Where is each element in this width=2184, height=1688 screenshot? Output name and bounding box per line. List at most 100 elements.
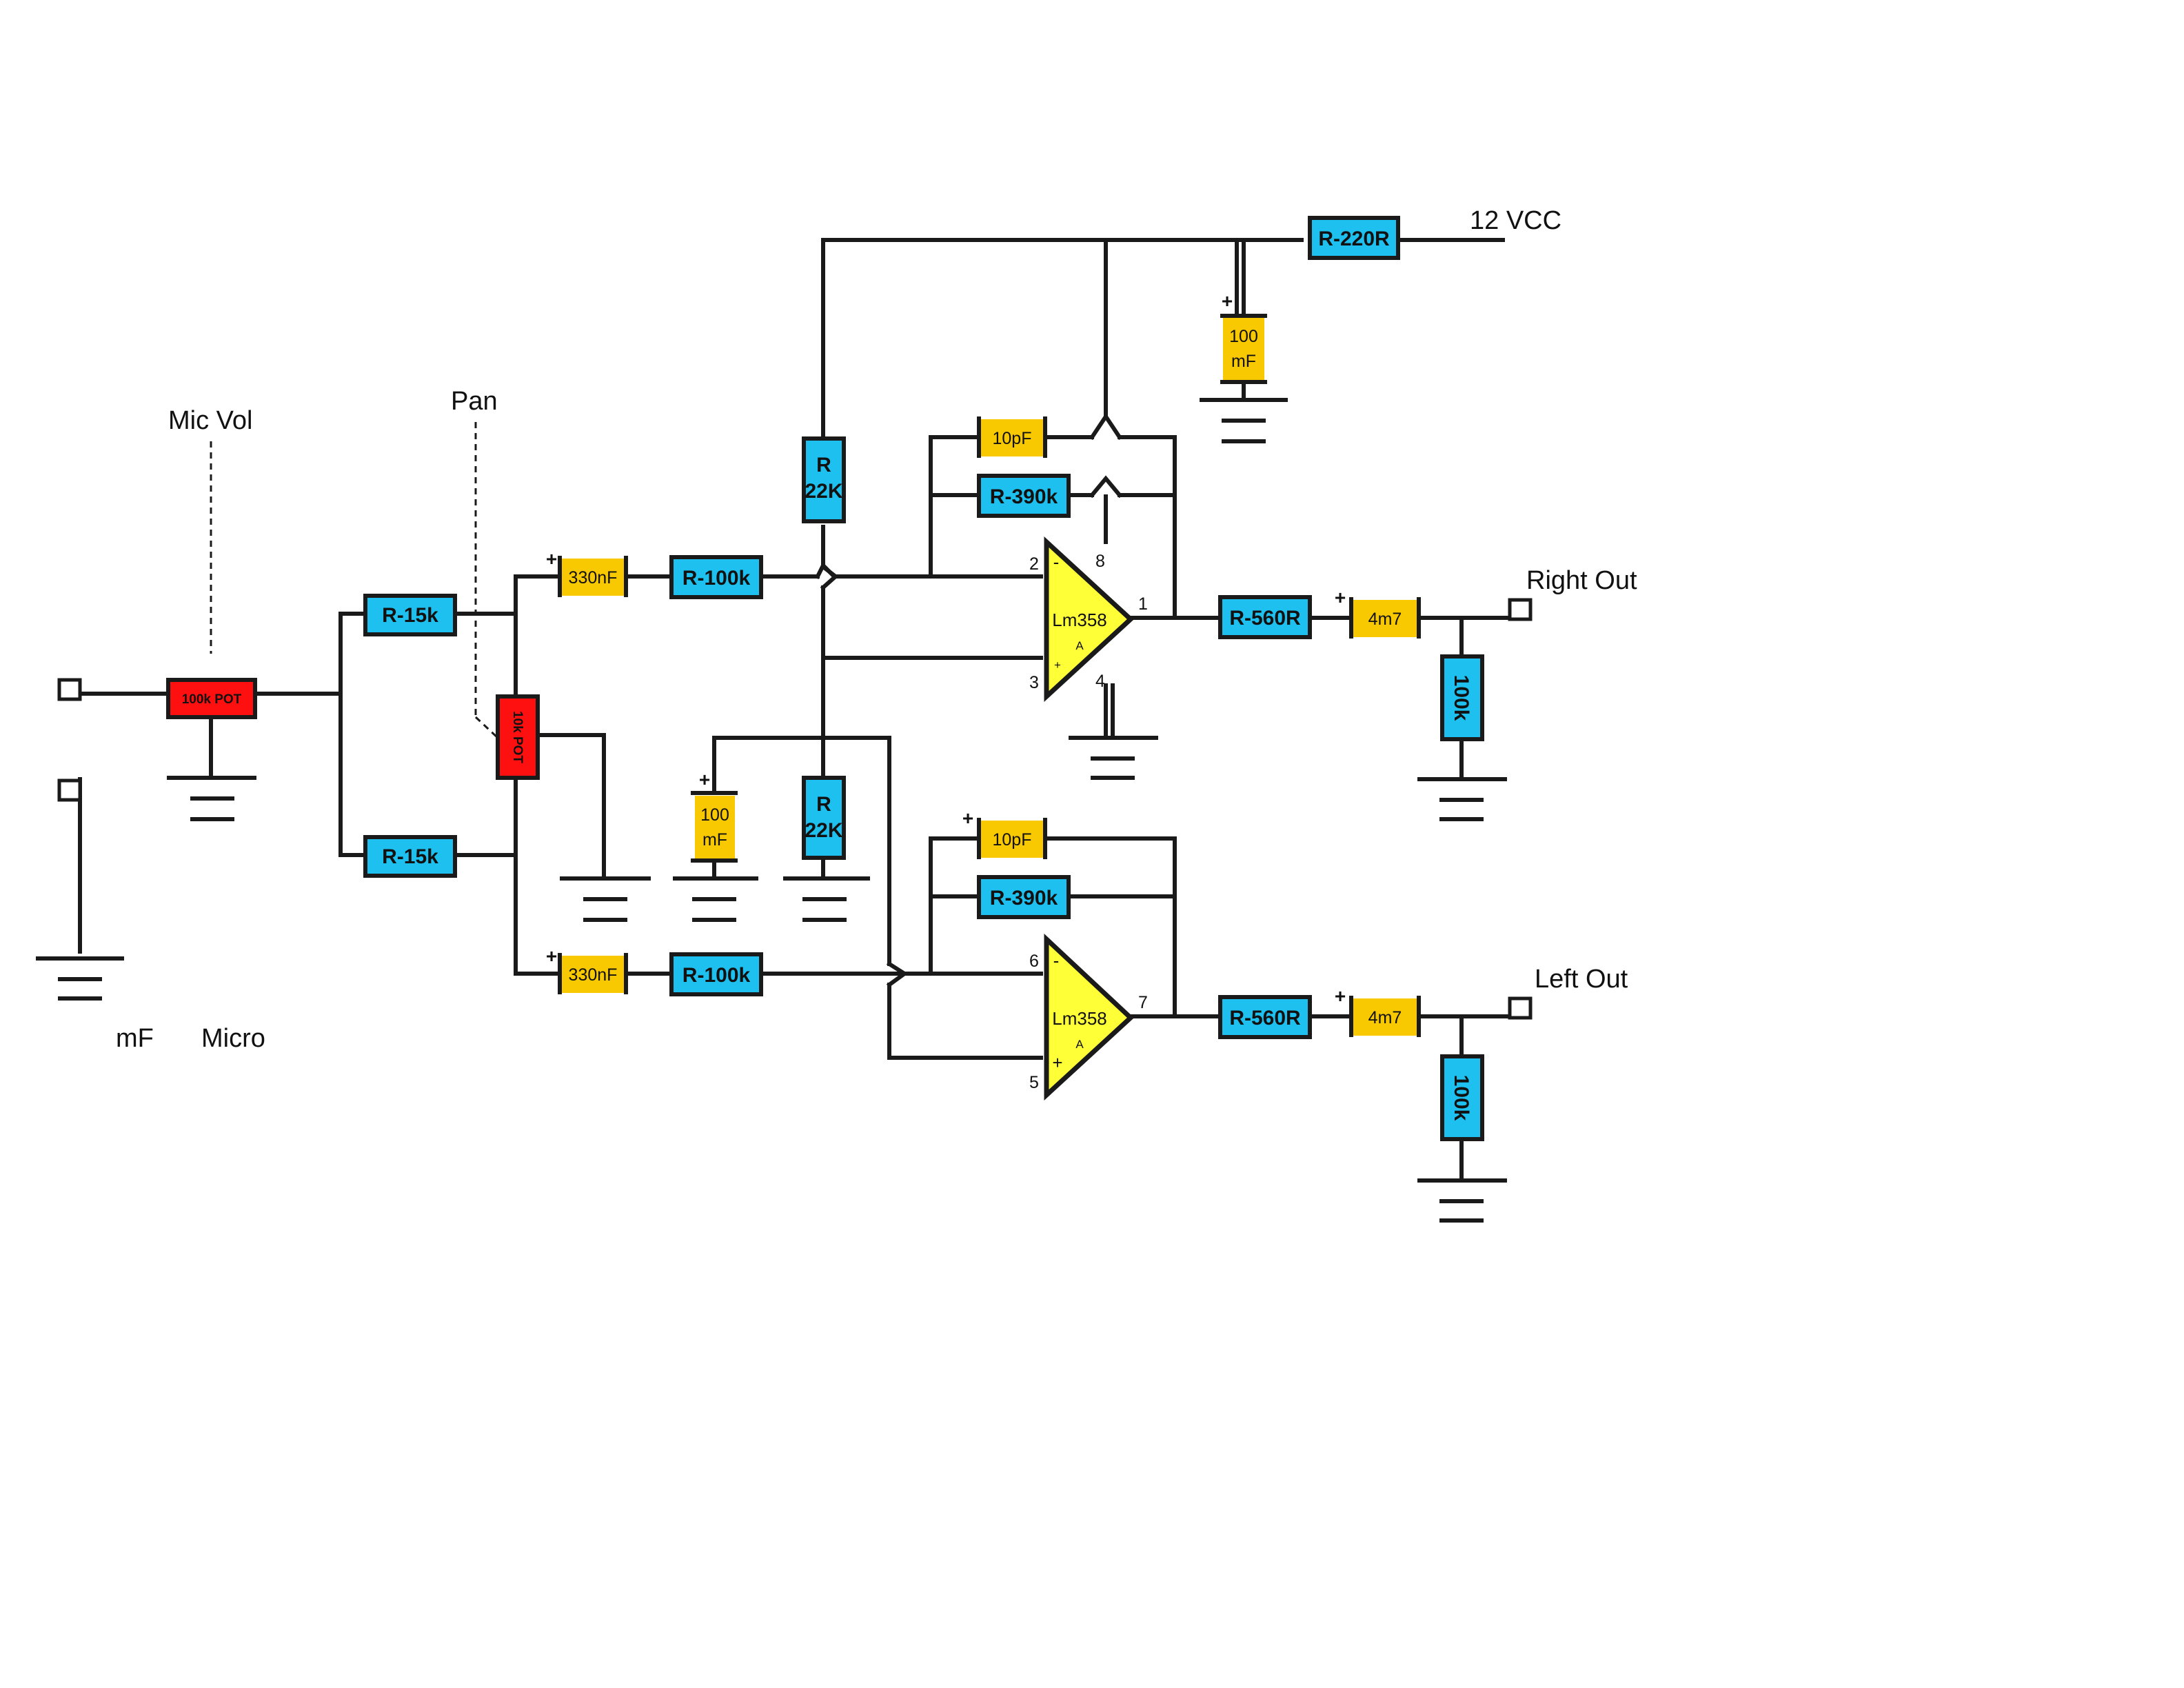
opamp-top-plus-sign: + (1054, 659, 1061, 672)
opamp-top-section: A (1075, 639, 1084, 652)
ground-symbol-vcc-cap (1200, 398, 1288, 443)
resistor-r100k-bottom-label: R-100k (682, 964, 751, 987)
capacitor-100mf-mid: 100 mF (691, 791, 738, 863)
resistor-r390k-top-label: R-390k (990, 485, 1058, 508)
capacitor-100mf-vcc-label-1: 100 (1229, 327, 1258, 346)
capacitor-10pf-top-label: 10pF (993, 429, 1032, 448)
opamp-bottom-pin-7: 7 (1138, 993, 1148, 1012)
resistor-r22k-bottom-label-1: R (816, 793, 831, 816)
capacitor-330nf-bottom-label: 330nF (569, 965, 618, 985)
capacitor-4m7-bottom: 4m7 (1349, 996, 1421, 1037)
resistor-r15k-top: R-15k (363, 594, 457, 636)
pan-pot[interactable]: 10k POT (496, 694, 540, 780)
opamp-top-name: Lm358 (1052, 610, 1107, 630)
capacitor-10pf-bottom: 10pF (977, 818, 1047, 859)
resistor-r390k-bottom: R-390k (977, 875, 1071, 919)
plus-sign-vcc-cap: + (1222, 290, 1233, 312)
capacitor-10pf-bottom-label: 10pF (993, 830, 1032, 850)
capacitor-100mf-vcc: 100 mF (1220, 314, 1267, 384)
ground-symbol-opamp (1069, 736, 1158, 780)
resistor-r390k-top: R-390k (977, 474, 1071, 518)
ground-symbol-mid-res (783, 876, 870, 922)
opamp-bottom-section: A (1075, 1038, 1084, 1051)
text-labels: 12 VCC Mic Vol Pan Right Out Left Out mF… (116, 206, 1637, 1053)
opamp-top-pin-8: 8 (1095, 552, 1105, 571)
opamp-top-pin-1: 1 (1138, 594, 1148, 614)
mic-volume-pot-label: 100k POT (182, 692, 242, 707)
resistor-r22k-top-label-1: R (816, 454, 831, 476)
resistor-r22k-top: R 22K (802, 436, 846, 523)
pot-control-links (210, 422, 499, 739)
capacitor-100mf-vcc-label-2: mF (1231, 352, 1256, 371)
plus-sign-330nf-top: + (546, 548, 557, 570)
micro-label: Micro (201, 1024, 265, 1053)
resistor-100k-out-bottom-label: 100k (1450, 1075, 1473, 1121)
ground-symbol-left-out (1417, 1178, 1507, 1223)
mic-input-port[interactable] (57, 678, 82, 701)
opamp-lm358-bottom: Lm358 A - + 6 5 7 (1029, 933, 1148, 1101)
plus-sign-330nf-bottom: + (546, 945, 557, 967)
resistor-r560-bottom-label: R-560R (1229, 1007, 1301, 1029)
ground-symbol-pan (560, 876, 651, 922)
mic-volume-pot[interactable]: 100k POT (166, 678, 257, 719)
opamp-bottom-pin-6: 6 (1029, 952, 1039, 971)
resistor-r220-label: R-220R (1318, 228, 1390, 250)
capacitor-330nf-bottom: 330nF (558, 953, 628, 994)
resistor-r100k-bottom: R-100k (669, 952, 763, 996)
ground-symbol-mic-pot (167, 776, 256, 821)
plus-sign-4m7-bottom: + (1335, 985, 1346, 1007)
resistor-100k-out-bottom: 100k (1440, 1054, 1484, 1141)
opamp-top-pin-2: 2 (1029, 554, 1039, 574)
left-out-label: Left Out (1535, 965, 1628, 994)
opamp-top-minus-sign: - (1053, 552, 1060, 572)
resistor-r15k-top-label: R-15k (382, 604, 438, 627)
resistor-100k-out-top-label: 100k (1450, 675, 1473, 721)
pan-pot-label: 10k POT (510, 711, 525, 763)
resistor-r100k-top: R-100k (669, 555, 763, 599)
capacitor-100mf-mid-label-2: mF (702, 830, 727, 850)
resistor-r22k-top-label-2: 22K (805, 480, 842, 503)
resistor-r22k-bottom-label-2: 22K (805, 819, 842, 842)
opamp-bottom-pin-5: 5 (1029, 1073, 1039, 1092)
plus-sign-4m7-top: + (1335, 587, 1346, 608)
plus-sign-10pf-bottom: + (962, 807, 973, 829)
vcc-label: 12 VCC (1470, 206, 1561, 235)
pan-label: Pan (451, 387, 498, 416)
opamp-top-pin-4: 4 (1095, 672, 1105, 691)
ground-symbol-mic (36, 956, 124, 1001)
opamp-bottom-minus-sign: - (1053, 950, 1060, 971)
right-out-port[interactable] (1508, 598, 1533, 621)
left-out-port[interactable] (1508, 996, 1533, 1020)
opamp-bottom-plus-sign: + (1052, 1052, 1062, 1073)
grounds (36, 398, 1507, 1223)
capacitor-4m7-top: 4m7 (1349, 597, 1421, 639)
capacitor-100mf-mid-label-1: 100 (700, 805, 729, 825)
mic-vol-label: Mic Vol (168, 406, 252, 435)
capacitor-4m7-bottom-label: 4m7 (1368, 1008, 1402, 1027)
resistor-r560-top-label: R-560R (1229, 607, 1301, 630)
ports (57, 598, 1533, 1020)
resistor-r560-top: R-560R (1218, 595, 1312, 639)
resistor-r22k-bottom: R 22K (802, 776, 846, 860)
resistor-r220: R-220R (1308, 216, 1400, 260)
right-out-label: Right Out (1526, 566, 1637, 595)
wires (78, 238, 1515, 1180)
capacitor-4m7-top-label: 4m7 (1368, 610, 1402, 629)
resistor-r15k-bottom-label: R-15k (382, 845, 438, 868)
capacitor-10pf-top: 10pF (977, 416, 1047, 458)
polarity-marks: + + + + + + + (546, 290, 1346, 1007)
ground-symbol-mid-cap (673, 876, 758, 922)
capacitor-330nf-top: 330nF (558, 556, 628, 597)
resistor-100k-out-top: 100k (1440, 654, 1484, 741)
opamp-lm358-top: Lm358 A - + 2 3 1 8 4 (1029, 536, 1148, 702)
capacitor-330nf-top-label: 330nF (569, 568, 618, 587)
opamp-bottom-name: Lm358 (1052, 1008, 1107, 1029)
plus-sign-mid-cap: + (699, 769, 710, 790)
opamp-top-pin-3: 3 (1029, 673, 1039, 692)
resistor-r15k-bottom: R-15k (363, 835, 457, 878)
resistor-r390k-bottom-label: R-390k (990, 887, 1058, 910)
mf-label: mF (116, 1024, 154, 1053)
ground-symbol-right-out (1417, 777, 1507, 821)
mic-ground-port[interactable] (57, 778, 82, 802)
